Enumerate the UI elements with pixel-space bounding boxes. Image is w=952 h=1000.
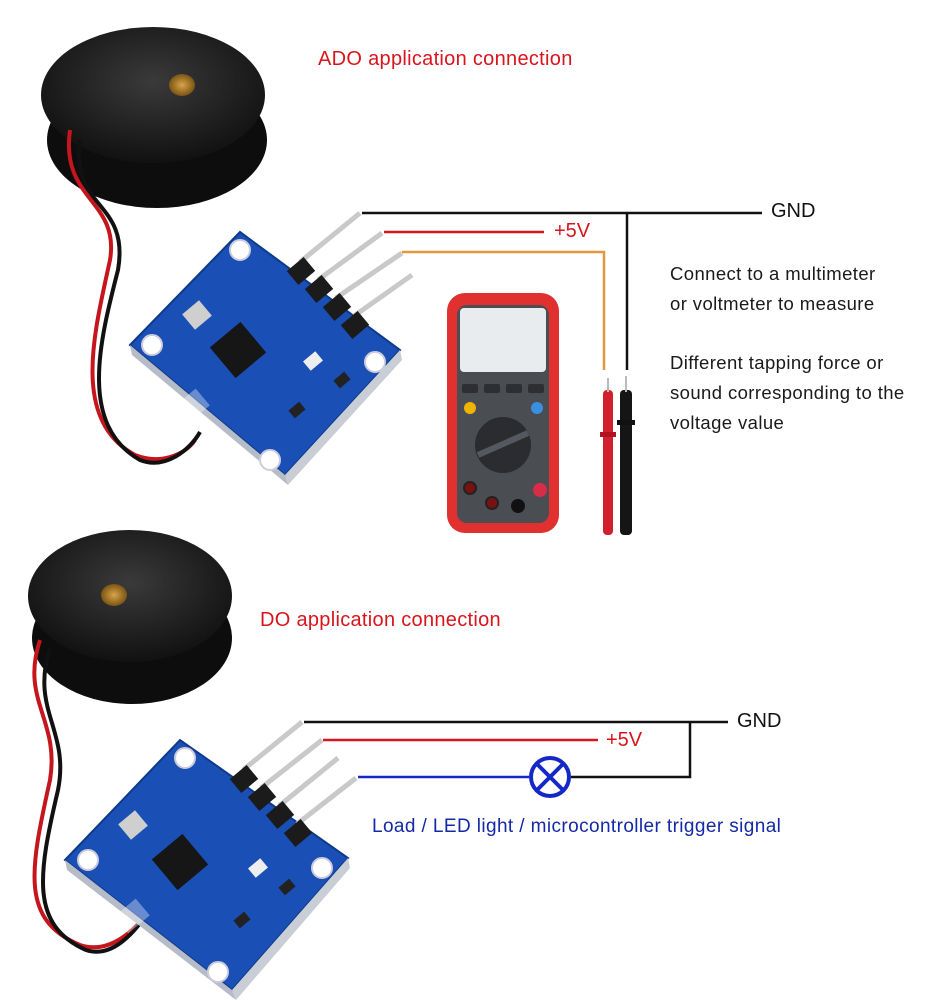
explanation-line: voltage value xyxy=(670,412,785,433)
top-vcc-label: +5V xyxy=(554,220,591,242)
voltage-explanation: Different tapping force or sound corresp… xyxy=(670,348,905,438)
instruction-line: or voltmeter to measure xyxy=(670,293,875,314)
explanation-line: Different tapping force or xyxy=(670,352,884,373)
top-piezo-sensor xyxy=(41,27,267,208)
bottom-header-pins xyxy=(229,720,358,847)
top-pcb-module xyxy=(128,230,402,485)
bottom-gnd-label: GND xyxy=(737,710,782,732)
instruction-line: Connect to a multimeter xyxy=(670,263,876,284)
lamp-icon xyxy=(529,756,571,798)
ado-section-title: ADO application connection xyxy=(318,48,573,70)
top-signal-wire xyxy=(402,250,606,370)
load-label: Load / LED light / microcontroller trigg… xyxy=(372,816,782,837)
bottom-vcc-label: +5V xyxy=(606,729,643,751)
bottom-sensor-wires xyxy=(32,639,157,954)
bottom-gnd-return-wire xyxy=(571,722,692,779)
test-probes xyxy=(600,376,635,535)
explanation-line: sound corresponding to the xyxy=(670,382,905,403)
multimeter-instruction: Connect to a multimeter or voltmeter to … xyxy=(670,259,876,319)
do-section-title: DO application connection xyxy=(260,609,501,631)
top-header-pins xyxy=(286,211,414,339)
top-gnd-label: GND xyxy=(771,200,816,222)
bottom-pcb-module xyxy=(63,738,350,1000)
multimeter xyxy=(447,293,559,533)
top-sensor-wires xyxy=(66,129,202,465)
bottom-piezo-sensor xyxy=(28,530,232,704)
